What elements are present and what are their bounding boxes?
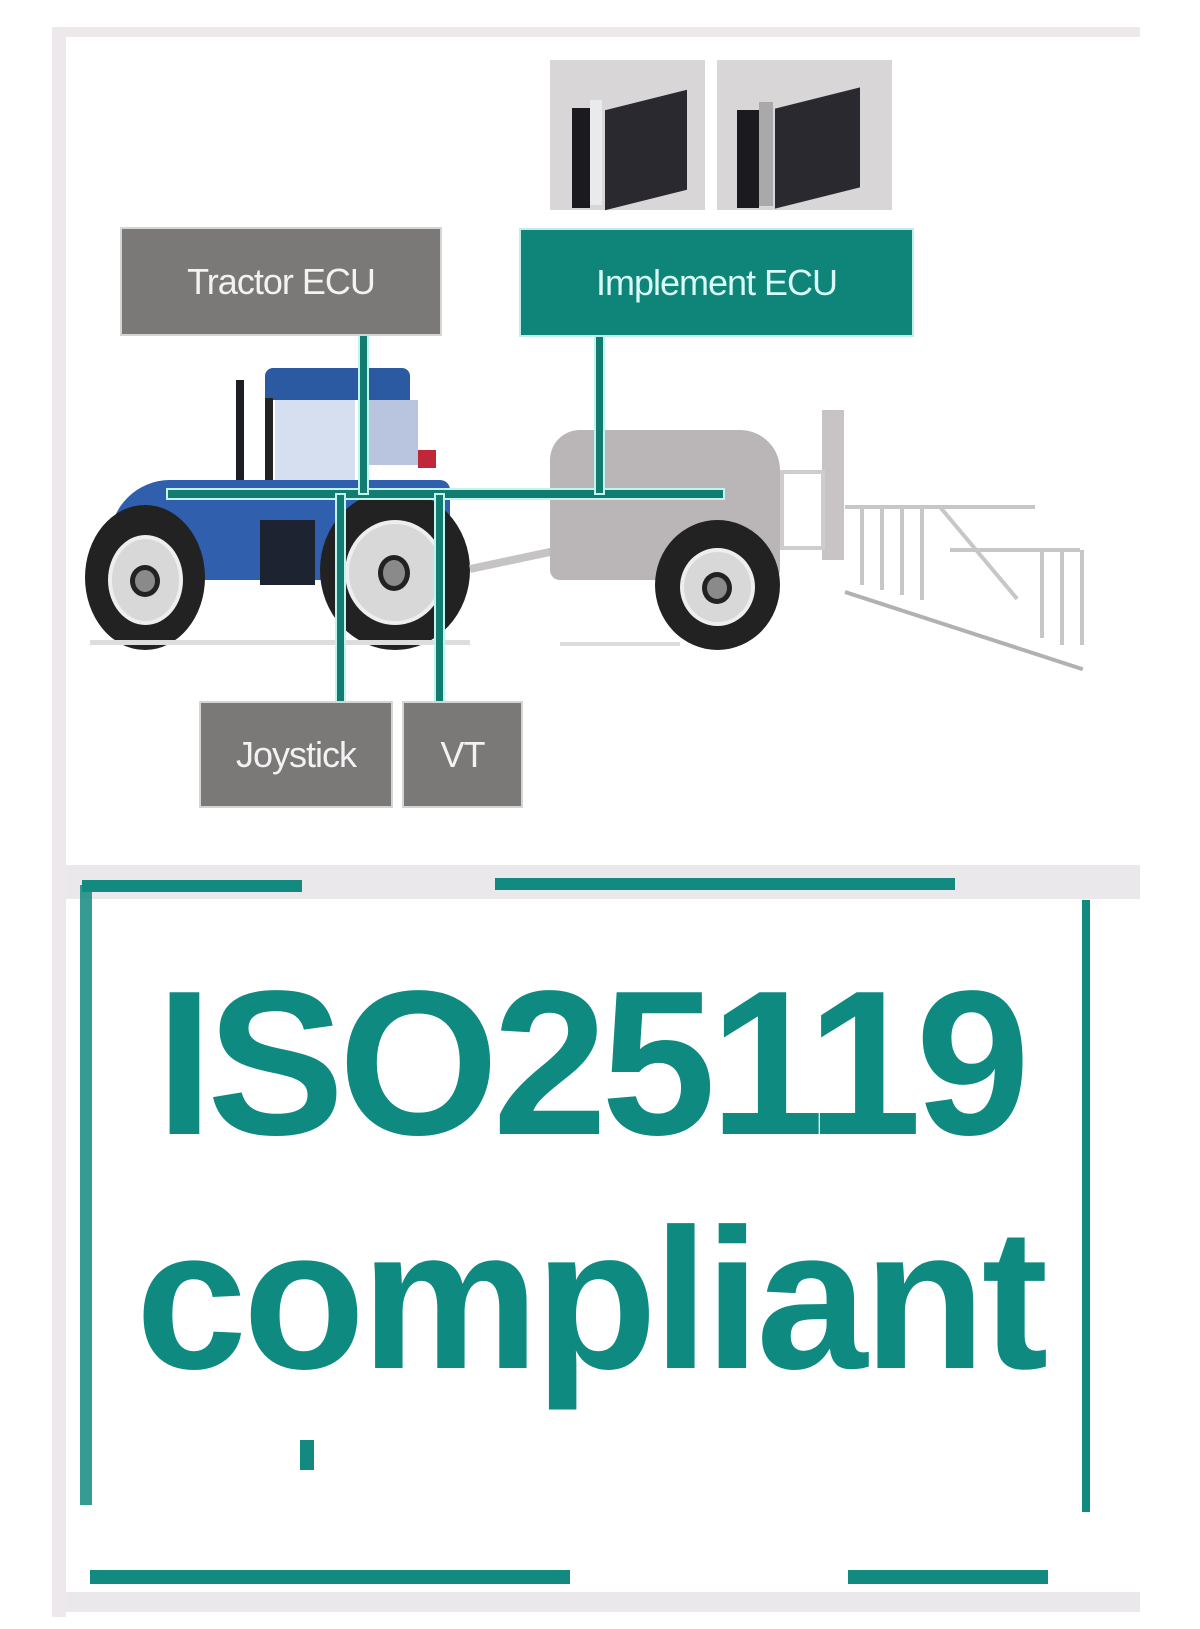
stamp-border-bottom-left — [90, 1570, 570, 1584]
badge-subtitle: compliant — [135, 1188, 1049, 1411]
can-bus-line — [168, 490, 723, 498]
tractor-ecu-label: Tractor ECU — [187, 260, 376, 302]
implement-ecu-connector — [596, 335, 603, 493]
stamp-border-top-right — [495, 878, 955, 890]
implement-ecu-node: Implement ECU — [521, 230, 912, 335]
vt-connector — [436, 495, 443, 703]
ecu-photo-2 — [717, 60, 892, 210]
vt-label: VT — [440, 733, 485, 775]
stamp-border-top-left — [82, 880, 302, 892]
bottom-divider — [66, 1592, 1140, 1612]
stamp-border-left — [80, 885, 92, 1505]
joystick-label: Joystick — [235, 733, 357, 775]
image-frame — [52, 27, 1140, 1617]
tractor-ecu-node: Tractor ECU — [122, 229, 440, 334]
vt-node: VT — [404, 703, 521, 806]
stamp-drip — [300, 1440, 314, 1470]
joystick-node: Joystick — [201, 703, 391, 806]
stamp-border-bottom-right — [848, 1570, 1048, 1584]
joystick-connector — [337, 495, 344, 703]
badge-title: ISO25119 — [155, 948, 1030, 1178]
implement-ecu-label: Implement ECU — [595, 261, 838, 303]
stamp-border-right — [1082, 900, 1090, 1512]
tractor-ecu-connector — [360, 335, 367, 493]
ecu-photo-1 — [550, 60, 705, 211]
